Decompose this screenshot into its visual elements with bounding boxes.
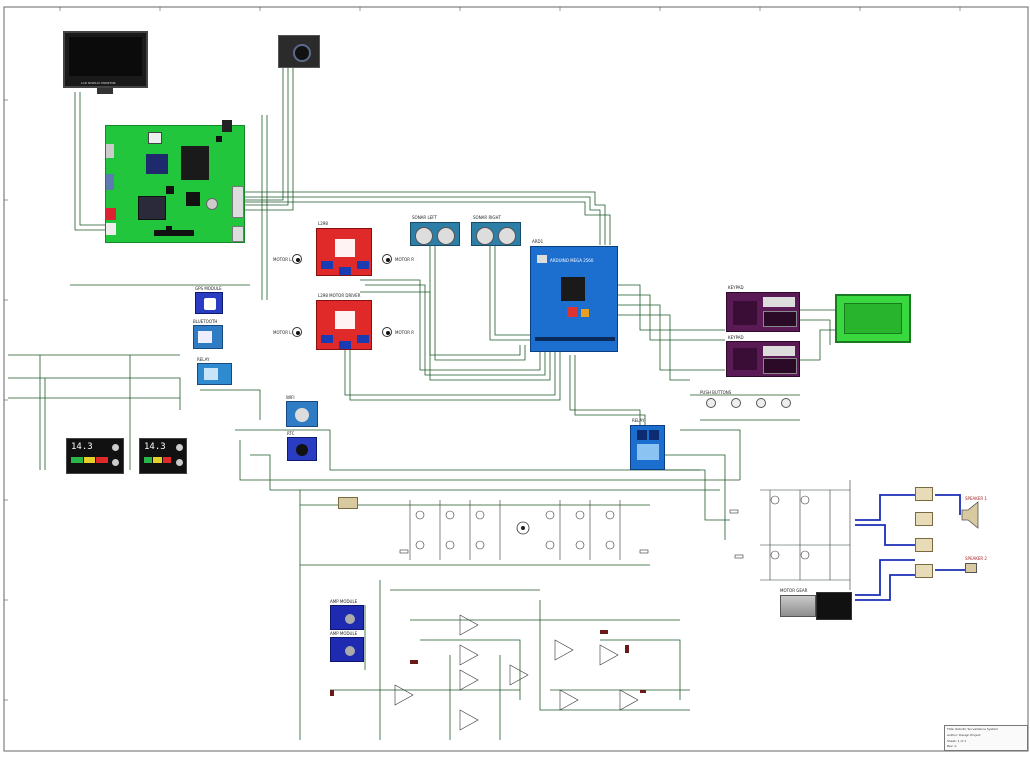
motor-gear — [780, 595, 816, 617]
transformer-4 — [915, 564, 933, 578]
meter-bar — [83, 457, 96, 463]
motor-right-1 — [382, 254, 392, 264]
motor-driver-1-label: L298 — [318, 221, 328, 226]
monitor-label: LCD DISPLAY MONITOR — [81, 81, 116, 85]
pcb-connector — [222, 120, 232, 132]
keypad-module-2 — [726, 341, 800, 377]
amp-module-2-label: AMP MODULE — [330, 631, 358, 636]
keypad-module-1 — [726, 292, 800, 332]
relay-small-label: RELAY — [197, 357, 210, 362]
amp-module-1-label: AMP MODULE — [330, 599, 358, 604]
title-line-2: Author: Design Project — [947, 733, 981, 737]
meter-2-value: 14.3 — [144, 442, 166, 452]
title-line-1: Title: Robotic Surveillance System — [947, 727, 999, 731]
meter-bar — [153, 457, 162, 463]
motor-driver-2-label: L298 MOTOR DRIVER — [318, 293, 361, 298]
push-button-1 — [706, 398, 716, 408]
meter-bar — [96, 457, 109, 463]
push-button-3 — [756, 398, 766, 408]
meter-bar — [162, 457, 171, 463]
amp-module-2 — [330, 637, 364, 662]
keypad-1-label: KEYPAD — [728, 285, 744, 290]
gps-label: GPS MODULE — [195, 286, 222, 291]
transformer-2 — [915, 512, 933, 526]
relay-module-small — [197, 363, 232, 385]
buttons-label: PUSH BUTTONS — [700, 390, 732, 395]
speaker-2 — [965, 563, 977, 573]
meter-bar — [71, 457, 83, 463]
arduino-mega-board — [530, 246, 618, 352]
rtc-module — [287, 437, 317, 461]
battery — [816, 592, 852, 620]
ultrasonic-sensor-2 — [471, 222, 521, 246]
ultrasonic-2-label: SONAR RIGHT — [473, 215, 501, 220]
motor-left-2 — [292, 327, 302, 337]
gps-module — [195, 292, 223, 314]
push-button-4 — [781, 398, 791, 408]
push-button-2 — [731, 398, 741, 408]
motor-driver-2 — [316, 300, 372, 350]
power-connector — [338, 497, 358, 509]
bluetooth-module — [193, 325, 223, 349]
relay-module-large — [630, 425, 665, 470]
transformer-1 — [915, 487, 933, 501]
speaker-2-label: SPEAKER 2 — [965, 556, 987, 561]
monitor-stand — [97, 88, 113, 94]
ultrasonic-1-label: SONAR LEFT — [412, 215, 437, 220]
speaker-1-label: SPEAKER 1 — [965, 496, 987, 501]
motor-left-2-label: MOTOR L — [273, 330, 292, 335]
relay-big-label: RELAY — [632, 418, 645, 423]
main-pcb-board — [105, 125, 245, 243]
speaker-1-icon — [961, 501, 979, 529]
motor-right-1-label: MOTOR R — [395, 257, 415, 262]
motor-right-2 — [382, 327, 392, 337]
wifi-module — [286, 401, 318, 427]
motor-left-1-label: MOTOR L — [273, 257, 292, 262]
motor-gear-label: MOTOR GEAR — [780, 588, 808, 593]
arduino-label: ARDUINO MEGA 2560 — [550, 258, 594, 263]
motor-left-1 — [292, 254, 302, 264]
green-lcd-display — [835, 294, 911, 343]
keypad-2-label: KEYPAD — [728, 335, 744, 340]
motor-right-2-label: MOTOR R — [395, 330, 415, 335]
title-block: Title: Robotic Surveillance System Autho… — [944, 725, 1028, 751]
lcd-monitor: LCD DISPLAY MONITOR — [63, 31, 148, 88]
title-line-3: Sheet: 1 of 1 — [947, 739, 967, 743]
title-line-4: Rev: A — [947, 744, 957, 748]
meter-bar — [144, 457, 153, 463]
amp-module-1 — [330, 605, 364, 630]
voltage-meter-1: 14.3 — [66, 438, 124, 474]
ultrasonic-sensor-1 — [410, 222, 460, 246]
meter-1-value: 14.3 — [71, 442, 93, 452]
bluetooth-label: BLUETOOTH — [193, 319, 218, 324]
transformer-3 — [915, 538, 933, 552]
camera-module — [278, 35, 320, 68]
arduino-ref-label: ARD1 — [532, 239, 544, 244]
wifi-label: WIFI — [286, 395, 295, 400]
voltage-meter-2: 14.3 — [139, 438, 187, 474]
motor-driver-1 — [316, 228, 372, 276]
rtc-label: RTC — [287, 431, 295, 436]
